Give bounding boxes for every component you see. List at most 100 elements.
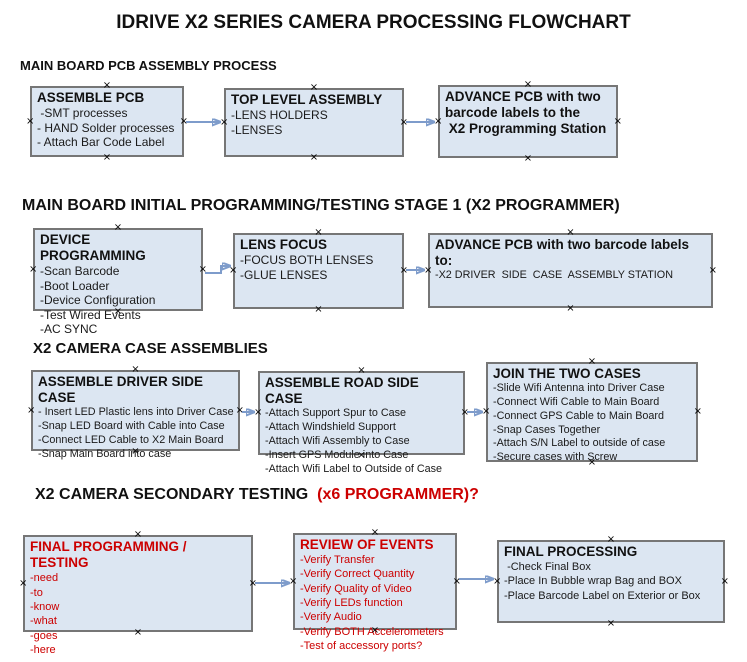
box-item: -Connect Wifi Cable to Main Board	[493, 396, 660, 408]
anchor-handle-icon: ×	[289, 575, 298, 587]
box-lens-focus: LENS FOCUS -FOCUS BOTH LENSES -GLUE LENS…	[229, 228, 408, 315]
box-title: REVIEW OF EVENTS	[300, 537, 434, 552]
box-assemble-road-side-case: ASSEMBLE ROAD SIDE CASE -Attach Support …	[254, 366, 469, 475]
box-final-processing: FINAL PROCESSING -Check Final Box -Place…	[493, 535, 729, 629]
box-title: ASSEMBLE ROAD SIDE CASE	[265, 375, 423, 407]
box-title: ASSEMBLE PCB	[37, 90, 145, 105]
box-item: -to	[30, 586, 43, 599]
section-header-initial-programming: MAIN BOARD INITIAL PROGRAMMING/TESTING S…	[22, 197, 620, 214]
anchor-handle-icon: ×	[19, 577, 28, 589]
anchor-handle-icon: ×	[424, 264, 433, 276]
anchor-handle-icon: ×	[220, 116, 229, 128]
anchor-handle-icon: ×	[566, 303, 575, 314]
box-item: -GLUE LENSES	[240, 267, 328, 282]
anchor-handle-icon: ×	[248, 577, 257, 589]
section-header-pcb-assembly: MAIN BOARD PCB ASSEMBLY PROCESS	[20, 58, 277, 73]
box-title: DEVICE PROGRAMMING	[40, 232, 146, 264]
box-join-the-two-cases: JOIN THE TWO CASES -Slide Wifi Antenna i…	[482, 357, 702, 468]
box-item: -Place Barcode Label on Exterior or Box	[504, 589, 701, 602]
box-title: LENS FOCUS	[240, 237, 328, 252]
box-item: -Verify Correct Quantity	[300, 568, 415, 581]
anchor-handle-icon: ×	[26, 115, 35, 127]
box-item: -Boot Loader	[40, 278, 110, 293]
box-item: -Verify Quality of Video	[300, 582, 412, 595]
box-item: -X2 DRIVER SIDE CASE ASSEMBLY STATION	[435, 269, 673, 282]
anchor-handle-icon: ×	[460, 407, 469, 418]
box-advance-pcb-driver-side: ADVANCE PCB with two barcode labels to: …	[424, 228, 717, 314]
box-item: -Secure cases with Screw	[493, 451, 618, 464]
box-item: -Scan Barcode	[40, 264, 120, 279]
box-item: -LENS HOLDERS	[231, 108, 328, 123]
box-title: TOP LEVEL ASSEMBLY	[231, 92, 383, 107]
box-item: -Slide Wifi Antenna into Driver Case	[493, 382, 665, 395]
box-item: -Verify LEDs function	[300, 597, 403, 610]
box-item: -Insert GPS Module into Case	[265, 448, 409, 461]
anchor-handle-icon: ×	[309, 152, 319, 163]
box-item: -FOCUS BOTH LENSES	[240, 253, 374, 268]
box-item: -Verify BOTH Accelerometers	[300, 625, 444, 638]
anchor-handle-icon: ×	[708, 264, 717, 276]
box-item: -Test Wired Events	[40, 307, 141, 322]
box-item: -know	[30, 600, 60, 613]
box-item: -Test of accessory ports?	[300, 639, 423, 652]
box-item: -LENSES	[231, 122, 283, 137]
box-item: -need	[30, 572, 59, 585]
anchor-handle-icon: ×	[198, 263, 207, 275]
box-title: ADVANCE PCB with two barcode labels to:	[435, 237, 693, 269]
box-item: - Attach Bar Code Label	[37, 134, 165, 149]
section-header-black-part: X2 CAMERA SECONDARY TESTING	[35, 486, 313, 503]
box-title: JOIN THE TWO CASES	[493, 366, 641, 381]
box-item: -Connect GPS Cable to Main Board	[493, 409, 665, 422]
page-title: IDRIVE X2 SERIES CAMERA PROCESSING FLOWC…	[116, 12, 631, 33]
box-title: FINAL PROCESSING	[504, 544, 638, 559]
box-title: ADVANCE PCB with two barcode labels to t…	[445, 89, 607, 137]
box-item: - Insert LED Plastic lens into Driver Ca…	[38, 406, 234, 419]
anchor-handle-icon: ×	[254, 407, 263, 418]
box-item: - HAND Solder processes	[37, 120, 175, 135]
box-item: -Attach Wifi Assembly to Case	[265, 435, 410, 447]
box-advance-pcb-programming-station: ADVANCE PCB with two barcode labels to t…	[434, 80, 622, 164]
anchor-handle-icon: ×	[720, 575, 729, 587]
box-item: -Connect LED Cable to X2 Main Board	[38, 434, 224, 446]
box-item: -Snap Cases Together	[493, 423, 601, 436]
box-item: -Check Final Box	[504, 561, 591, 574]
anchor-handle-icon: ×	[399, 265, 408, 276]
anchor-handle-icon: ×	[314, 304, 323, 315]
anchor-handle-icon: ×	[434, 115, 443, 127]
anchor-handle-icon: ×	[229, 265, 238, 276]
box-assemble-pcb: ASSEMBLE PCB -SMT processes - HAND Solde…	[26, 81, 188, 163]
box-item: -SMT processes	[37, 106, 128, 121]
anchor-handle-icon: ×	[399, 116, 408, 128]
box-item: -Device Configuration	[40, 293, 156, 308]
box-item: -Verify Transfer	[300, 554, 375, 567]
section-header-case-assemblies: X2 CAMERA CASE ASSEMBLIES	[33, 340, 268, 357]
anchor-handle-icon: ×	[693, 406, 702, 417]
anchor-handle-icon: ×	[523, 153, 533, 164]
box-item: -Snap Main Board into case	[38, 447, 172, 460]
anchor-handle-icon: ×	[27, 404, 36, 416]
box-item: -what	[30, 615, 57, 628]
box-title: ASSEMBLE DRIVER SIDE CASE	[38, 374, 207, 406]
box-top-level-assembly: TOP LEVEL ASSEMBLY -LENS HOLDERS -LENSES…	[220, 83, 408, 163]
section-header-secondary-testing: X2 CAMERA SECONDARY TESTING (x6 PROGRAMM…	[35, 486, 479, 504]
box-item: -AC SYNC	[40, 321, 98, 336]
anchor-handle-icon: ×	[493, 575, 502, 587]
box-item: -goes	[30, 629, 58, 642]
box-device-programming: DEVICE PROGRAMMING -Scan Barcode -Boot L…	[29, 223, 207, 336]
anchor-handle-icon: ×	[235, 404, 244, 416]
anchor-handle-icon: ×	[482, 406, 491, 417]
anchor-handle-icon: ×	[29, 263, 38, 275]
box-item: -Attach Windshield Support	[265, 421, 396, 434]
connector-arrow	[205, 266, 230, 274]
box-item: -here	[30, 643, 56, 656]
anchor-handle-icon: ×	[606, 618, 616, 629]
box-review-of-events: REVIEW OF EVENTS -Verify Transfer -Verif…	[289, 528, 461, 652]
box-final-programming-testing: FINAL PROGRAMMING / TESTING -need -to -k…	[19, 530, 257, 656]
box-item: -Place In Bubble wrap Bag and BOX	[504, 575, 682, 588]
box-item: -Verify Audio	[300, 611, 362, 624]
box-item: -Snap LED Board with Cable into Case	[38, 420, 225, 433]
anchor-handle-icon: ×	[452, 575, 461, 587]
anchor-handle-icon: ×	[179, 115, 188, 127]
anchor-handle-icon: ×	[102, 152, 112, 163]
